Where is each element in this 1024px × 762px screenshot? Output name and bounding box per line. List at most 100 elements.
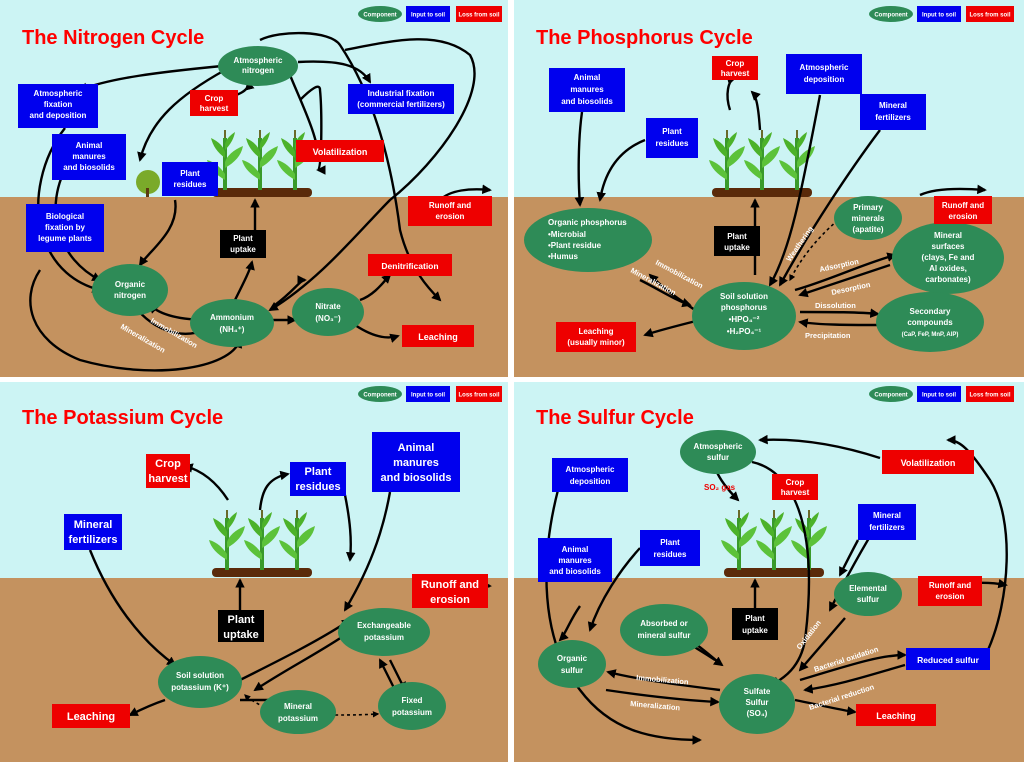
crop-harvest-p-line2: harvest (721, 69, 750, 78)
crop-harvest-k-line1: Crop (155, 458, 181, 470)
plant-uptake-box-n (220, 230, 266, 258)
elemental-line1: Elemental (849, 584, 887, 593)
ammonium-node (190, 299, 274, 347)
crop-harvest-k-line2: harvest (148, 473, 187, 485)
bio-fix-line2: fixation by (45, 223, 86, 232)
animal-manures-box-n (52, 134, 126, 180)
leaching-box-s (856, 704, 936, 726)
plant-residues-n-line1: Plant (180, 169, 200, 178)
animal-manures-p-line3: and biosolids (561, 97, 613, 106)
mineral-fert-p-line1: Mineral (879, 101, 907, 110)
atm-sulfur-line1: Atmospheric (694, 442, 743, 451)
runoff-p-line1: Runoff and (942, 201, 984, 210)
leaching-n: Leaching (418, 332, 458, 342)
crop-harvest-n-line2: harvest (200, 104, 229, 113)
crop-harvest-s-line2: harvest (781, 488, 810, 497)
organic-phosphorus-node (524, 208, 652, 272)
bio-fix-line3: legume plants (38, 234, 92, 243)
plant-uptake-p-line1: Plant (727, 232, 747, 241)
mineral-fert-s-line2: fertilizers (869, 523, 905, 532)
organic-nitrogen-line1: Organic (115, 280, 146, 289)
legend-input-s: Input to soil (922, 393, 956, 399)
industrial-line1: Industrial fixation (368, 89, 435, 98)
fixed-k-line1: Fixed (402, 696, 423, 705)
plant-uptake-s-line1: Plant (745, 614, 765, 623)
secondary-line1: Secondary (910, 307, 951, 316)
animal-manures-s-line2: manures (558, 556, 592, 565)
plant-uptake-p-line2: uptake (724, 243, 750, 252)
animal-manures-n-line1: Animal (76, 141, 103, 150)
animal-manures-s-line3: and biosolids (549, 567, 601, 576)
reduced-sulfur-label: Reduced sulfur (917, 655, 980, 665)
atm-dep-p-line2: deposition (804, 75, 845, 84)
atm-fixation-line1: Atmospheric (34, 89, 83, 98)
absorbed-sulfur-node (620, 604, 708, 656)
absorbed-line2: mineral sulfur (638, 631, 691, 640)
runoff-n-line2: erosion (436, 212, 465, 221)
plant-uptake-k-line2: uptake (223, 629, 258, 641)
animal-manures-n-line2: manures (72, 152, 106, 161)
fixed-k-line2: potassium (392, 708, 432, 717)
surfaces-line5: carbonates) (925, 275, 971, 284)
soil-p-line2: phosphorus (721, 303, 768, 312)
biological-fixation-box (26, 204, 104, 252)
plant-uptake-n-line2: uptake (230, 245, 256, 254)
soil-solution-k-node (158, 656, 242, 708)
potassium-title: The Potassium Cycle (22, 407, 223, 429)
legend-potassium: Component Input to soil Loss from soil (358, 386, 502, 402)
phosphorus-title: The Phosphorus Cycle (536, 27, 753, 49)
animal-manures-p-line2: manures (570, 85, 604, 94)
crop-harvest-s-line1: Crop (786, 478, 805, 487)
legend-input: Input to soil (411, 13, 445, 19)
atm-fixation-line2: fixation (44, 100, 73, 109)
plant-uptake-k-line1: Plant (228, 614, 255, 626)
crop-harvest-box-s (772, 474, 818, 500)
organic-nitrogen-node (92, 264, 168, 316)
plant-residues-k-line1: Plant (305, 466, 332, 478)
mineral-k-line1: Mineral (284, 702, 312, 711)
leaching-box-p (556, 322, 636, 352)
mineral-k-line2: potassium (278, 714, 318, 723)
industrial-fixation-box (348, 84, 454, 114)
runoff-box-n (408, 196, 492, 226)
organic-s-line1: Organic (557, 654, 588, 663)
nitrate-line2: (NO₃⁻) (315, 314, 341, 323)
atm-deposition-box-s (552, 458, 628, 492)
runoff-box-k (412, 574, 488, 608)
soil-k-line1: Soil solution (176, 671, 224, 680)
plant-residues-s-line1: Plant (660, 538, 680, 547)
animal-manures-k-line1: Animal (398, 442, 435, 454)
potassium-cycle-panel: The Potassium Cycle Component Input to s… (22, 386, 502, 734)
denitrification-box (368, 254, 452, 276)
legend-loss-p: Loss from soil (969, 13, 1010, 19)
nitrogen-title: The Nitrogen Cycle (22, 27, 204, 49)
atm-dep-s-line2: deposition (570, 477, 611, 486)
crop-harvest-box-p (712, 56, 758, 80)
runoff-p-line2: erosion (949, 212, 978, 221)
legend-loss: Loss from soil (458, 13, 499, 19)
atm-fixation-box (18, 84, 98, 128)
exchangeable-line2: potassium (364, 633, 404, 642)
plant-uptake-s-line2: uptake (742, 626, 768, 635)
legend-input-k: Input to soil (411, 393, 445, 399)
animal-manures-s-line1: Animal (562, 545, 589, 554)
mineral-fert-p-line2: fertilizers (875, 113, 911, 122)
absorbed-line1: Absorbed or (640, 619, 688, 628)
mineral-fertilizers-box-k (64, 514, 122, 550)
elemental-line2: sulfur (857, 595, 879, 604)
legend-phosphorus: Component Input to soil Loss from soil (869, 6, 1014, 22)
volatilization-box-s (882, 450, 974, 474)
leaching-p-line1: Leaching (578, 327, 613, 336)
surfaces-line2: surfaces (932, 242, 965, 251)
runoff-k-line1: Runoff and (421, 579, 479, 591)
organic-p-line3: •Plant residue (548, 241, 602, 250)
animal-manures-k-line2: manures (393, 457, 439, 469)
volatilization-s: Volatilization (901, 458, 956, 468)
leaching-p-line2: (usually minor) (567, 338, 625, 347)
phosphorus-cycle-panel: The Phosphorus Cycle Component Input to … (524, 6, 1014, 352)
plant-residues-box-k (290, 462, 346, 496)
atm-dep-p-line1: Atmospheric (800, 63, 849, 72)
crop-harvest-box-k (146, 454, 190, 488)
organic-s-line2: sulfur (561, 666, 583, 675)
crop-harvest-p-line1: Crop (726, 59, 745, 68)
